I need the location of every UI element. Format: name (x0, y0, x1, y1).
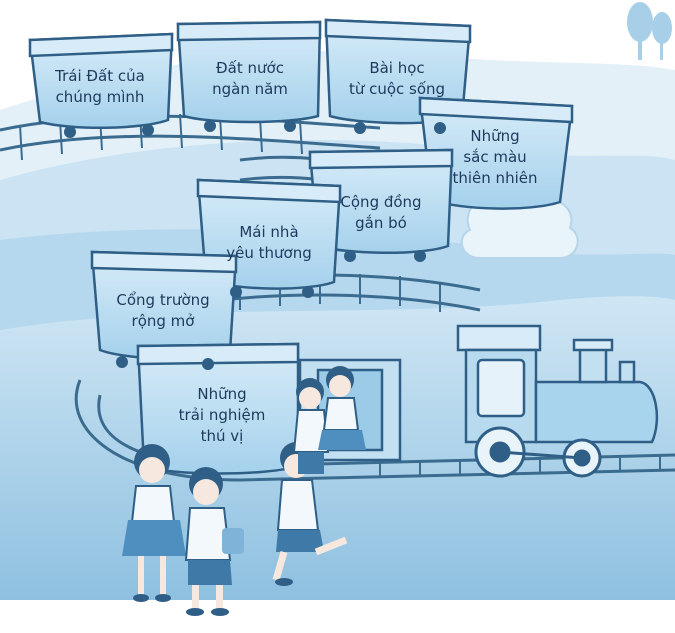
wagon-label-line: chúng mình (55, 88, 145, 106)
wagon-label-line: Đất nước (216, 59, 284, 77)
locomotive-wheels (474, 426, 602, 478)
child-girl-boarding (318, 366, 366, 450)
wagon-label-line: Mái nhà (239, 223, 299, 241)
child-girl-left (122, 444, 186, 602)
wagon-label-line: gắn bó (355, 214, 407, 232)
wagon-shapes (28, 18, 574, 475)
child-boy-middle (184, 467, 244, 616)
wagon-label-line: Bài học (369, 59, 425, 77)
wagon-label-line: sắc màu (463, 148, 527, 166)
wagon-label-line: Những (470, 127, 520, 145)
wagon-label-line: từ cuộc sống (348, 80, 446, 98)
wagon-label-cong-truong: Cổng trường rộng mở (98, 290, 228, 332)
wagon-label-line: yêu thương (226, 244, 312, 262)
wagon-label-line: Cộng đồng (340, 193, 422, 211)
wagon-label-dat-nuoc: Đất nước ngàn năm (185, 58, 315, 100)
tree-icon (627, 2, 672, 60)
wagon-label-mai-nha: Mái nhà yêu thương (204, 222, 334, 264)
wagon-label-line: Cổng trường (116, 291, 210, 309)
wagon-label-line: thú vị (200, 427, 244, 445)
wagon-label-bai-hoc: Bài học từ cuộc sống (332, 58, 462, 100)
wagon-label-line: ngàn năm (212, 80, 288, 98)
wagon-label-trai-nghiem: Những trải nghiệm thú vị (152, 384, 292, 447)
wagon-label-sac-mau: Những sắc màu thiên nhiên (430, 126, 560, 189)
children-illustration (122, 366, 366, 616)
wagon-label-line: Trái Đất của (55, 67, 145, 85)
wagon-label-line: rộng mở (131, 312, 195, 330)
wagon-label-line: trải nghiệm (178, 406, 266, 424)
wagon-wheels (64, 120, 446, 370)
wagon-label-line: Những (197, 385, 247, 403)
wagon-label-line: thiên nhiên (452, 169, 538, 187)
wagon-label-cong-dong: Cộng đồng gắn bó (316, 192, 446, 234)
child-boy-boarding (292, 378, 330, 474)
wagon-label-trai-dat: Trái Đất của chúng mình (35, 66, 165, 108)
